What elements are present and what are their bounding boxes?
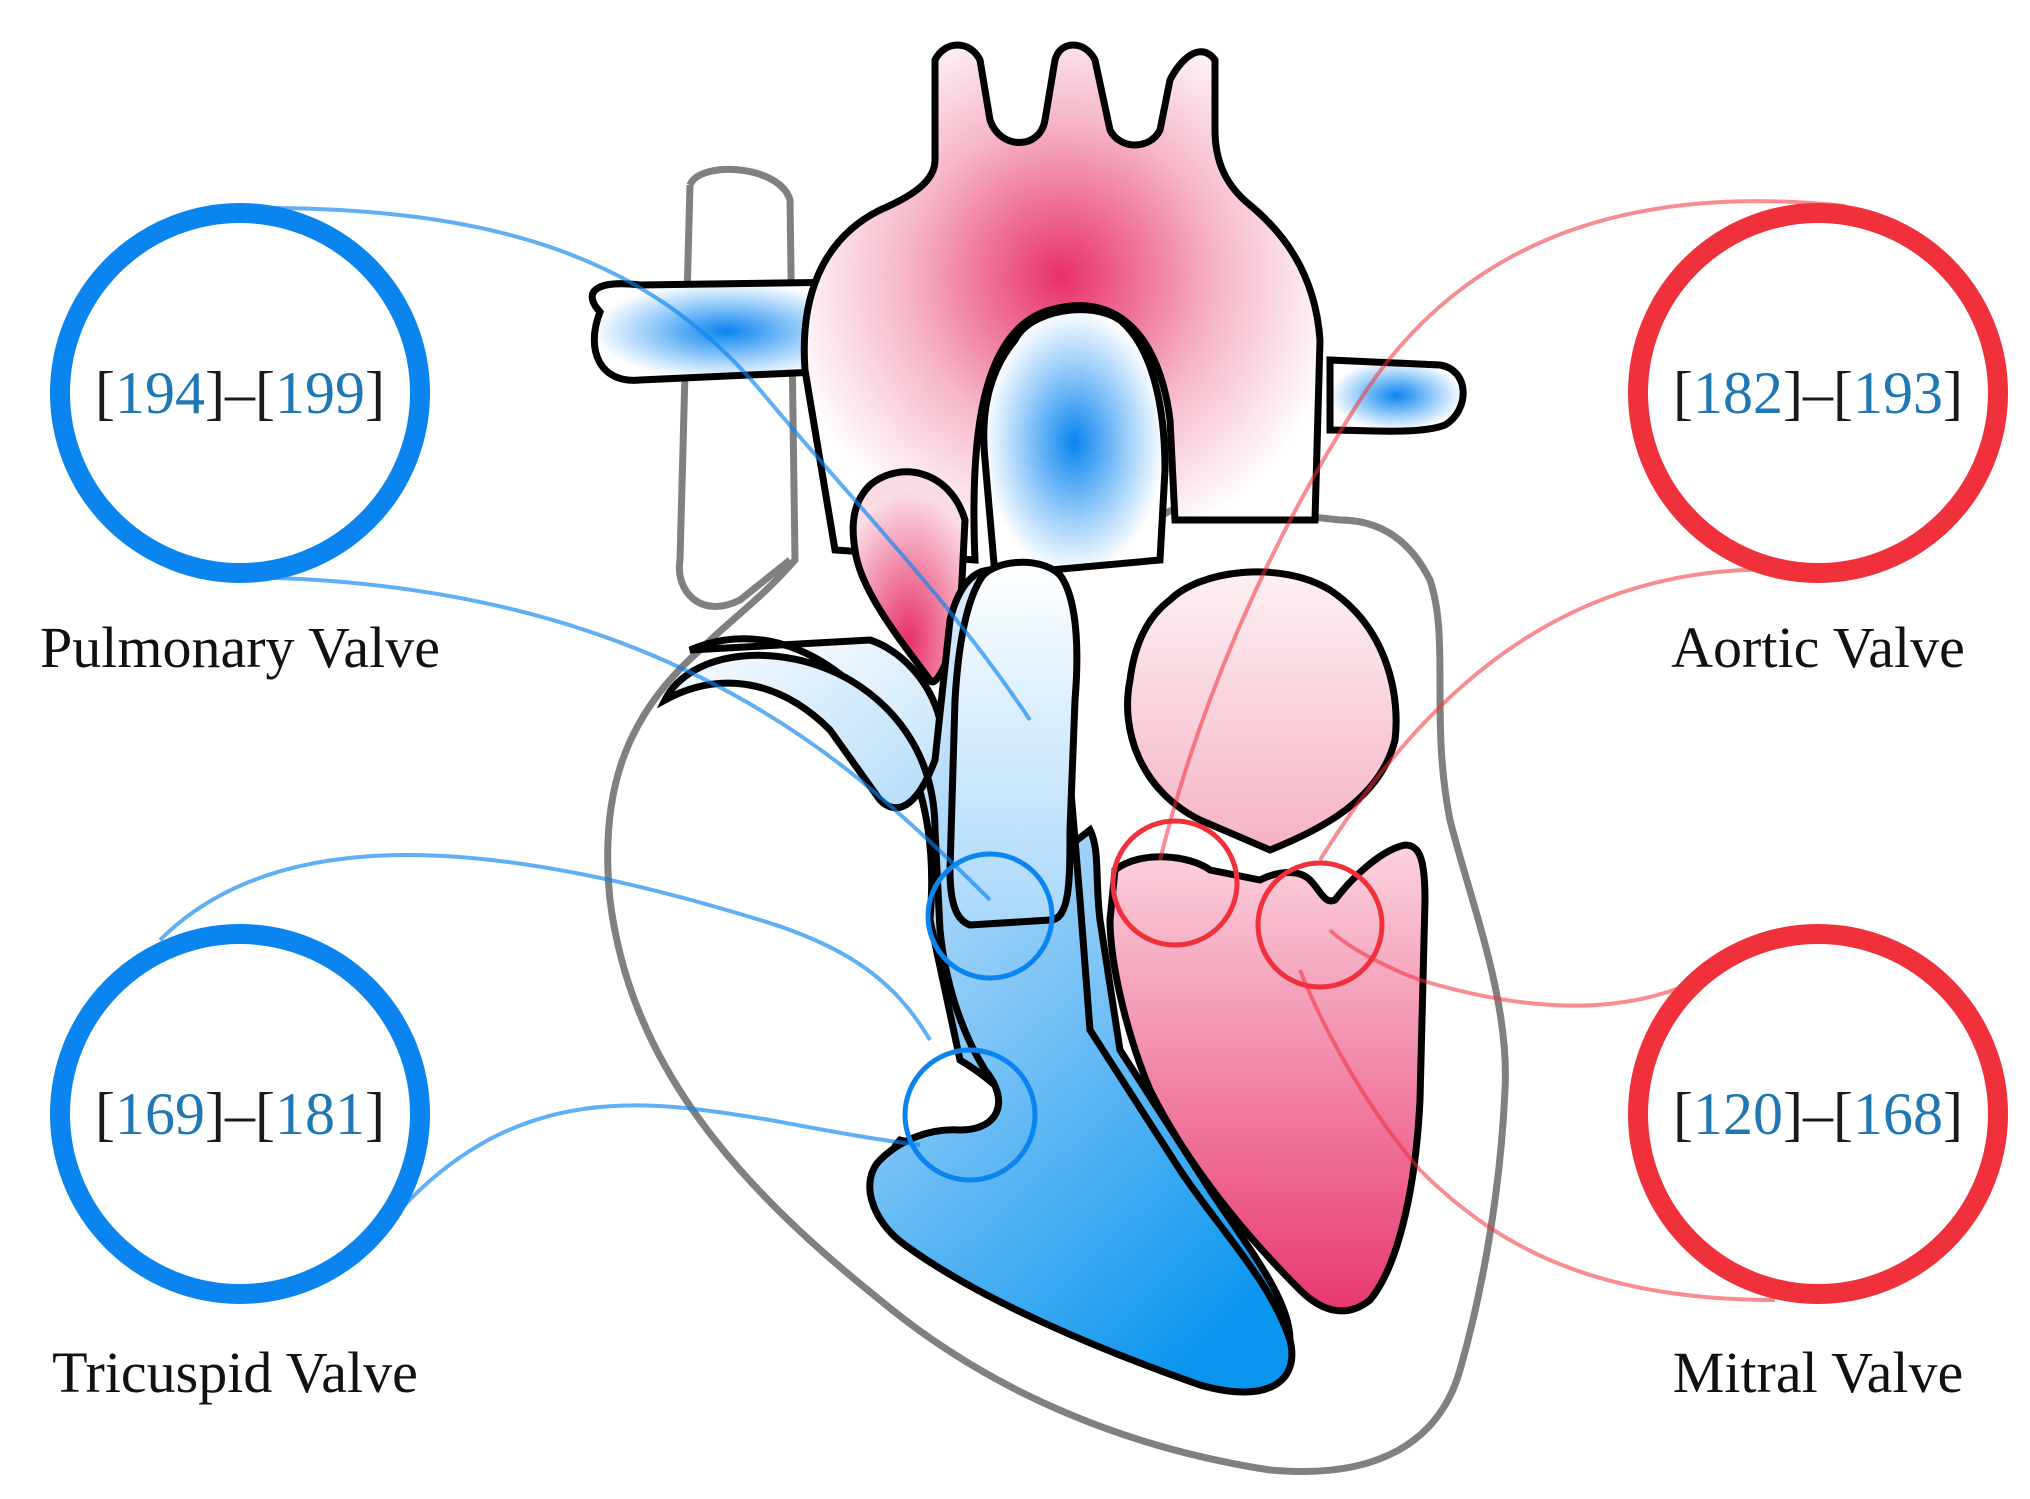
aortic-valve-label: Aortic Valve xyxy=(1671,615,1965,680)
aortic-ref-start[interactable]: 182 xyxy=(1693,360,1783,426)
connector-aortic-top xyxy=(1158,199,1846,861)
pulmonary-ref-text: [194]–[199] xyxy=(95,360,385,426)
connector-tricuspid-bottom xyxy=(398,1103,921,1212)
aortic-ref-text: [182]–[193] xyxy=(1673,360,1963,426)
connector-mitral-top xyxy=(1328,928,1711,1008)
right-ventricle-body xyxy=(656,566,1296,1396)
aorta xyxy=(800,41,1324,564)
connector-aortic-bottom xyxy=(1318,567,1791,862)
mitral-ref-text: [120]–[168] xyxy=(1673,1081,1963,1147)
tricuspid-ref-circle xyxy=(50,924,430,1304)
connector-tricuspid-top xyxy=(158,853,932,1042)
connector-pulmonary-top xyxy=(239,205,1032,722)
pulmonary-ref-end[interactable]: 199 xyxy=(275,360,365,426)
connector-mitral-bottom xyxy=(1298,969,1776,1302)
connector-pulmonary-bottom xyxy=(239,575,992,902)
pulmonary-ref-start[interactable]: 194 xyxy=(115,360,205,426)
right-pulmonary-artery xyxy=(1326,356,1467,435)
tricuspid-ref-end[interactable]: 181 xyxy=(275,1081,365,1147)
pericardium-outline xyxy=(604,165,1509,1475)
tricuspid-valve-label: Tricuspid Valve xyxy=(52,1340,418,1405)
aortic-ref-circle xyxy=(1628,203,2008,583)
pulmonary-ref-circle xyxy=(50,203,430,583)
mitral-ref-start[interactable]: 120 xyxy=(1693,1081,1783,1147)
mitral-valve-label: Mitral Valve xyxy=(1673,1340,1963,1405)
mitral-ref-circle xyxy=(1628,924,2008,1304)
pulmonary-trunk xyxy=(980,306,1169,579)
aortic-valve-marker xyxy=(1110,818,1240,948)
aortic-ref-end[interactable]: 193 xyxy=(1853,360,1943,426)
mitral-valve-marker xyxy=(1255,860,1385,990)
septum-column xyxy=(946,558,1081,929)
tricuspid-valve-marker xyxy=(902,1047,1038,1183)
pulmonary-valve-label: Pulmonary Valve xyxy=(40,615,440,680)
left-atrial-appendage xyxy=(849,468,969,686)
mitral-ref-end[interactable]: 168 xyxy=(1853,1081,1943,1147)
tricuspid-ref-text: [169]–[181] xyxy=(95,1081,385,1147)
left-ventricle xyxy=(1106,841,1429,1315)
pericardium-inner-line xyxy=(675,184,793,610)
tricuspid-ref-start[interactable]: 169 xyxy=(115,1081,205,1147)
pulmonary-valve-marker xyxy=(925,851,1055,981)
